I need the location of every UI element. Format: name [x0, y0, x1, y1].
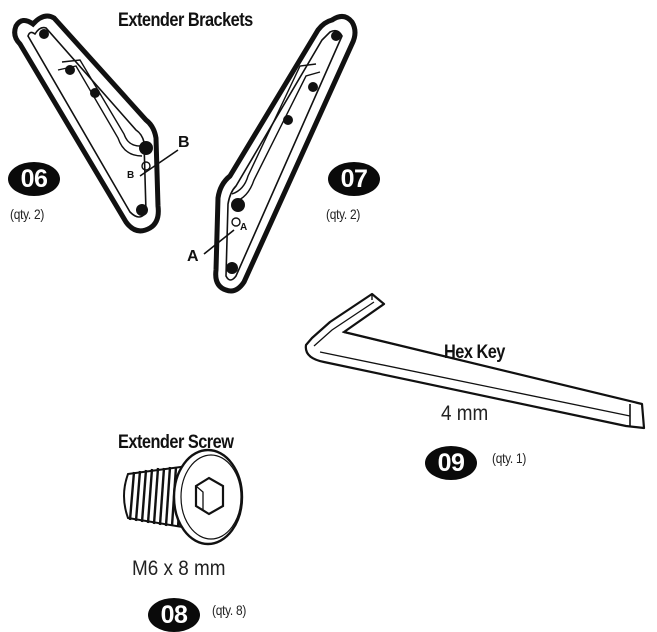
extender-screw-title: Extender Screw — [118, 432, 234, 453]
part-08-badge: 08 — [148, 598, 200, 632]
screw-size: M6 x 8 mm — [132, 557, 226, 580]
part-07-badge: 07 — [328, 162, 380, 196]
callout-a-label: A — [187, 248, 199, 265]
part-09-badge: 09 — [425, 446, 477, 480]
callout-b-engraving: B — [127, 170, 135, 181]
hex-key-drawing — [304, 292, 646, 430]
bracket-06-drawing — [12, 13, 179, 234]
callout-a-engraving: A — [240, 222, 248, 233]
bracket-07-drawing — [203, 14, 358, 294]
part-08-qty: (qty. 8) — [212, 602, 247, 618]
part-09-qty: (qty. 1) — [492, 450, 527, 466]
part-06-badge: 06 — [8, 162, 60, 196]
hex-key-size: 4 mm — [441, 402, 489, 425]
screw-drawing — [123, 448, 244, 546]
extender-brackets-title: Extender Brackets — [118, 10, 253, 31]
part-06-qty: (qty. 2) — [10, 206, 45, 222]
callout-b-label: B — [178, 134, 190, 151]
hex-key-title: Hex Key — [444, 342, 505, 363]
part-07-qty: (qty. 2) — [326, 206, 361, 222]
